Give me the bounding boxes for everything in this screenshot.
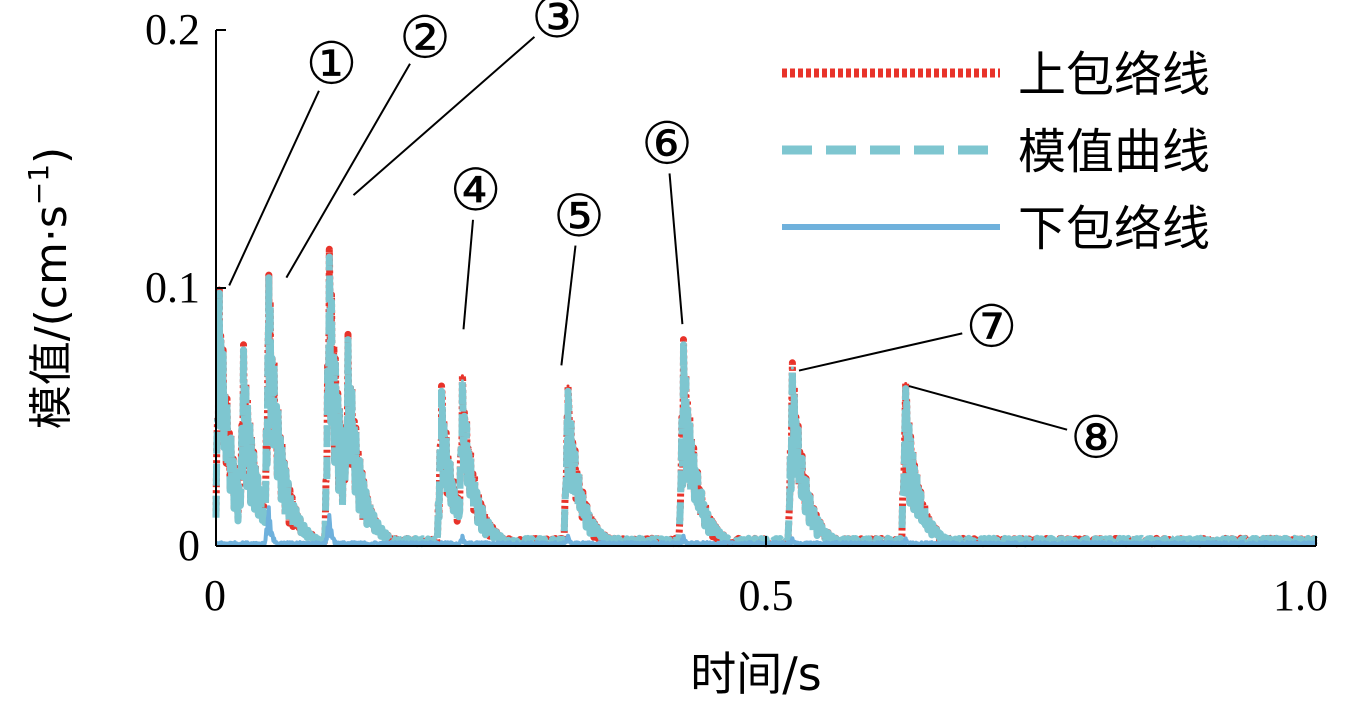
series-1-peak-point <box>346 332 350 336</box>
x-axis-label: 时间/s <box>690 647 821 701</box>
series-2-peak-point <box>242 348 245 352</box>
series-2-peak-point <box>440 389 443 393</box>
y-axis-label: 模值/(cm·s−1) <box>22 147 77 429</box>
series-2-peak-point <box>682 343 685 347</box>
series-2-peak-point <box>327 255 331 259</box>
y-axis-label-main: 模值/(cm·s <box>26 205 77 429</box>
annotation-label: ⑦ <box>966 295 1018 360</box>
series-line-3 <box>214 505 1318 547</box>
series-2-peak-point <box>904 387 908 391</box>
y-tick-label: 0 <box>178 521 200 570</box>
series-3-peak-point <box>267 505 271 509</box>
series-layer <box>212 245 1319 548</box>
annotation-leader <box>560 245 577 366</box>
series-3-peak-point <box>904 536 908 540</box>
y-tick-label: 0.2 <box>145 5 200 54</box>
annotation-leader <box>228 90 320 286</box>
series-2-peak-point <box>346 338 350 342</box>
series-line-1 <box>212 245 1319 548</box>
series-2-peak-point <box>566 389 570 393</box>
annotation-label: ① <box>306 32 358 97</box>
legend-label-1: 上包络线 <box>1018 47 1210 103</box>
x-tick-label: 0 <box>204 571 226 620</box>
series-3-peak-point <box>460 534 464 538</box>
series-2-peak-point <box>267 276 271 280</box>
legend-label-2: 模值曲线 <box>1018 124 1210 180</box>
annotation-label: ② <box>399 6 451 71</box>
annotation-leader <box>798 332 963 372</box>
series-1-peak-point <box>682 338 685 342</box>
annotation-leader <box>285 63 411 279</box>
annotation-label: ⑥ <box>641 112 693 177</box>
annotation-label: ⑤ <box>553 184 605 249</box>
legend-label-3: 下包络线 <box>1018 201 1210 257</box>
series-1-peak-point <box>904 381 908 385</box>
annotation-label: ③ <box>531 0 583 50</box>
series-2-peak-point <box>460 379 464 383</box>
series-1-peak-point <box>440 384 443 388</box>
annotation-leader <box>908 385 1068 431</box>
y-axis-label-close: ) <box>26 147 77 164</box>
y-tick-label: 0.1 <box>145 263 200 312</box>
x-tick-label: 0.5 <box>739 571 794 620</box>
series-3-peak-point <box>790 536 794 540</box>
series-3-peak-point <box>327 513 331 517</box>
annotation-label: ④ <box>450 158 502 223</box>
series-3-peak-point <box>566 534 570 538</box>
series-3-peak-point <box>682 534 685 538</box>
series-1-peak-point <box>566 384 570 388</box>
axes-layer <box>215 30 1316 547</box>
series-line-2 <box>212 253 1319 548</box>
series-1-peak-point <box>242 343 245 347</box>
annotation-leader <box>352 36 536 196</box>
x-tick-label: 1.0 <box>1273 571 1328 620</box>
y-axis-label-sup: −1 <box>22 164 55 205</box>
annotation-leader <box>462 219 475 330</box>
y-axis-label-text: 模值/(cm·s−1) <box>22 147 77 429</box>
ticks-layer: 0 0.1 0.2 0 0.5 1.0 <box>145 5 1328 620</box>
series-1-peak-point <box>790 361 794 365</box>
series-1-peak-point <box>327 247 331 251</box>
annotation-label: ⑧ <box>1070 406 1122 471</box>
annotation-leader <box>668 173 684 325</box>
series-2-peak-point <box>790 366 794 370</box>
series-2-peak-point <box>217 291 221 295</box>
series-1-peak-point <box>460 374 464 378</box>
